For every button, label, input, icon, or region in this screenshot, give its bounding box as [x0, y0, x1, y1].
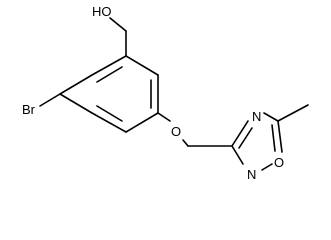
ring-nitrogen-bottom-label: N: [247, 167, 256, 182]
bond-ring-br: [39, 93, 61, 107]
oxadiazole-double-c5-o1: [271, 124, 276, 152]
ring-oxygen-label: O: [274, 155, 284, 170]
benzene-double-bond-2: [96, 105, 123, 122]
oxadiazole-bond-n2-c3: [231, 145, 244, 165]
oxadiazole-double-c3-n4: [238, 127, 253, 149]
hydroxyl-label: HO: [92, 4, 112, 19]
benzene-bond-c4-c5: [91, 112, 127, 133]
molecule-drawing: HO Br O N O N: [22, 4, 309, 182]
benzene-bond-c5-c6: [125, 112, 159, 133]
benzene-bond-c3-c4: [59, 93, 93, 114]
benzene-bond-c2-c3: [59, 74, 93, 95]
ether-oxygen-label: O: [171, 124, 181, 139]
bond-ring-o: [157, 112, 171, 122]
oxadiazole-bond-c3-n4: [231, 120, 249, 147]
bromine-label: Br: [22, 102, 36, 117]
ring-nitrogen-top-label: N: [252, 109, 261, 124]
bond-o-ch2: [182, 139, 189, 147]
bond-oh-ch2: [109, 17, 127, 32]
oxadiazole-bond-n4-c5: [263, 112, 279, 122]
benzene-double-bond-1: [96, 66, 123, 83]
bond-methyl: [277, 104, 309, 122]
structure-diagram: HO Br O N O N: [22, 4, 309, 182]
benzene-bond-c1-c6b: [125, 55, 159, 76]
benzene-bond-c1-c2: [91, 55, 127, 76]
oxadiazole-bond-o1-n2: [261, 163, 273, 171]
oxadiazole-bond-c5-o1: [277, 120, 283, 153]
